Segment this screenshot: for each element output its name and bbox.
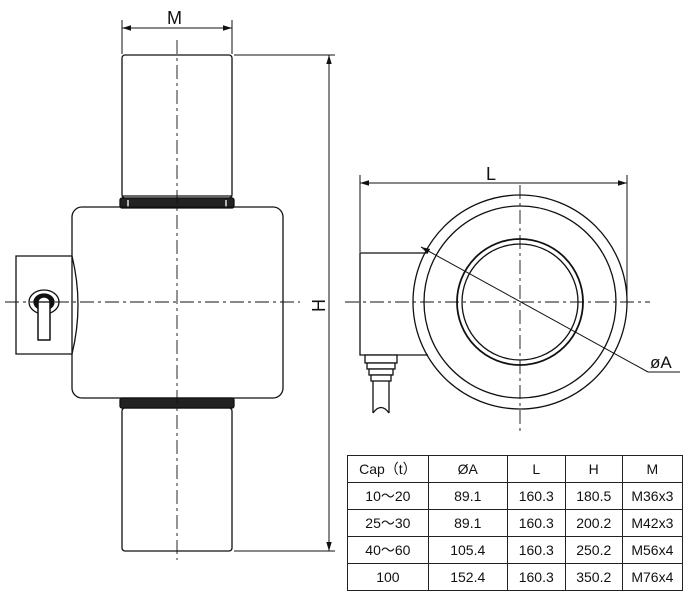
dimension-L <box>359 175 628 300</box>
cell-m: M42x3 <box>621 509 683 537</box>
main-body <box>71 206 284 399</box>
side-cable-gland <box>364 354 398 414</box>
table-row: 40～60 105.4 160.3 250.2 M56x4 <box>347 536 683 564</box>
connector-block <box>15 255 72 355</box>
dimension-L-label: L <box>486 164 496 184</box>
cell-diameter-a: 89.1 <box>427 509 508 537</box>
cell-m: M76x4 <box>621 563 683 591</box>
front-view <box>15 54 284 552</box>
spec-table: Cap（t） ØA L H M 10～20 89.1 160.3 180.5 M… <box>347 455 683 591</box>
dimension-H-label: H <box>309 299 329 312</box>
dimension-H <box>234 54 335 552</box>
dimension-M-label: M <box>167 8 182 28</box>
cell-h: 350.2 <box>564 563 623 591</box>
dimension-M <box>121 20 233 54</box>
cell-diameter-a: 105.4 <box>427 536 508 564</box>
table-row: 10～20 89.1 160.3 180.5 M36x3 <box>347 482 683 510</box>
header-cap: Cap（t） <box>347 455 429 483</box>
bottom-stud <box>121 407 233 552</box>
cell-m: M56x4 <box>621 536 683 564</box>
front-centerlines <box>5 40 300 560</box>
cell-l: 160.3 <box>506 509 566 537</box>
cell-cap: 100 <box>347 563 429 591</box>
header-h: H <box>564 455 623 483</box>
cell-h: 200.2 <box>564 509 623 537</box>
cell-h: 250.2 <box>564 536 623 564</box>
header-diameter-a: ØA <box>427 455 508 483</box>
cell-cap: 10～20 <box>347 482 429 510</box>
cell-l: 160.3 <box>506 563 566 591</box>
side-centerlines <box>345 185 650 435</box>
header-m: M <box>621 455 683 483</box>
cell-h: 180.5 <box>564 482 623 510</box>
cell-cap: 40～60 <box>347 536 429 564</box>
cell-diameter-a: 152.4 <box>427 563 508 591</box>
cell-l: 160.3 <box>506 482 566 510</box>
table-row: 100 152.4 160.3 350.2 M76x4 <box>347 563 683 591</box>
dimension-A <box>420 246 680 373</box>
side-view <box>359 194 628 414</box>
dimension-A-label: øA <box>650 353 672 372</box>
cell-m: M36x3 <box>621 482 683 510</box>
cell-cap: 25～30 <box>347 509 429 537</box>
header-l: L <box>506 455 566 483</box>
cell-l: 160.3 <box>506 536 566 564</box>
cell-diameter-a: 89.1 <box>427 482 508 510</box>
table-row: 25～30 89.1 160.3 200.2 M42x3 <box>347 509 683 537</box>
cable-gland <box>28 289 60 341</box>
table-header-row: Cap（t） ØA L H M <box>347 455 683 483</box>
